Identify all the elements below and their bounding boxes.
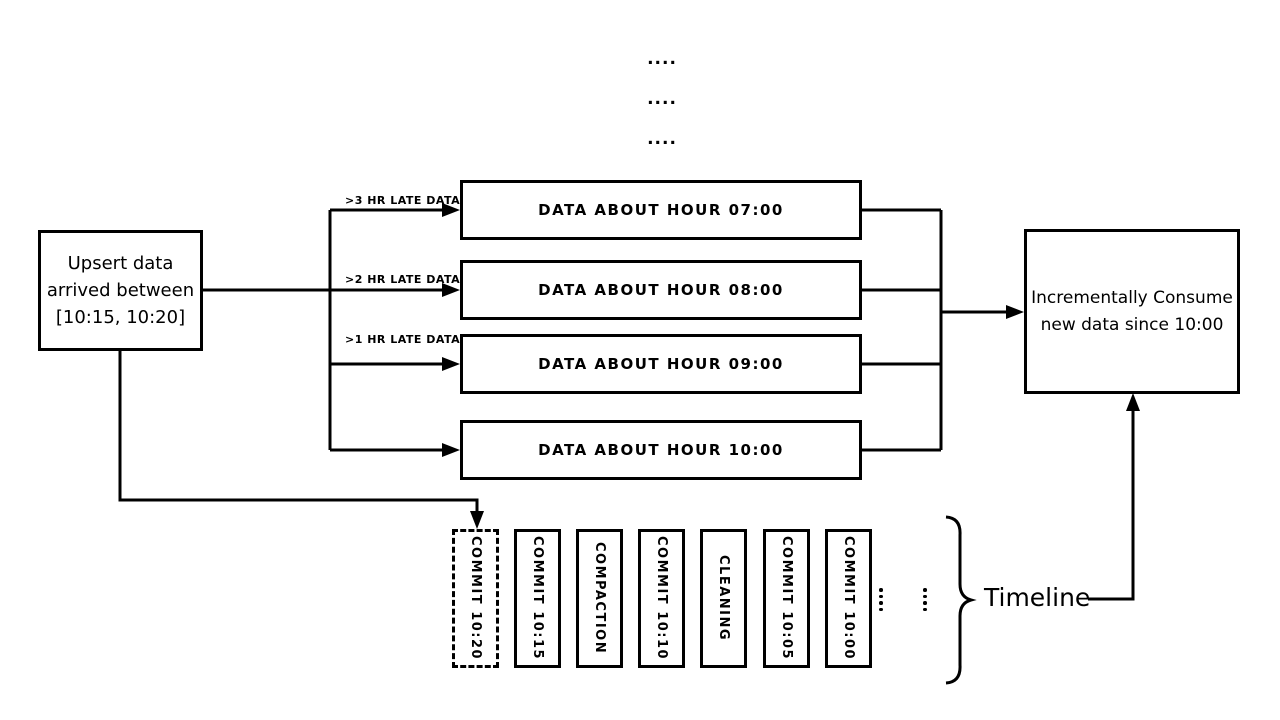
arrowhead-0900 xyxy=(442,357,460,371)
continuation-dots-row: .... xyxy=(647,129,677,149)
arrowhead-0800 xyxy=(442,283,460,297)
timeline-box-commit-1010: COMMIT 10:10 xyxy=(638,529,685,668)
timeline-ellipsis-dots xyxy=(923,588,927,611)
late-label-2hr: >2 HR LATE DATA xyxy=(345,273,461,286)
continuation-dots-row: .... xyxy=(647,89,677,109)
consume-box-line: Incrementally Consume xyxy=(1031,287,1233,308)
data-box-hour-0800: DATA ABOUT HOUR 08:00 xyxy=(460,260,862,320)
timeline-box-label: COMMIT 10:10 xyxy=(654,536,669,661)
upsert-box-line: arrived between xyxy=(46,280,195,301)
arrowhead-consume xyxy=(1006,305,1024,319)
data-box-hour-0700: DATA ABOUT HOUR 07:00 xyxy=(460,180,862,240)
upsert-box-line: Upsert data xyxy=(67,253,174,274)
consume-fanin-lines xyxy=(862,208,1024,452)
timeline-box-cleaning: CLEANING xyxy=(700,529,747,668)
timeline-box-label: COMMIT 10:00 xyxy=(841,536,856,661)
line-timeline-to-consume xyxy=(1088,410,1135,601)
timeline-box-label: COMPACTION xyxy=(592,542,607,655)
timeline-box-label: COMMIT 10:05 xyxy=(779,536,794,661)
upsert-data-box: Upsert data arrived between [10:15, 10:2… xyxy=(38,230,203,351)
upsert-fanout-lines xyxy=(203,203,460,457)
timeline-brace xyxy=(945,515,977,685)
incremental-consume-box: Incrementally Consume new data since 10:… xyxy=(1024,229,1240,394)
timeline-ellipsis-dots xyxy=(879,588,883,611)
data-box-label: DATA ABOUT HOUR 10:00 xyxy=(538,441,784,459)
timeline-box-commit-1000: COMMIT 10:00 xyxy=(825,529,872,668)
timeline-box-label: COMMIT 10:20 xyxy=(468,536,483,661)
arrowhead-timeline-consume xyxy=(1126,393,1140,411)
timeline-box-commit-1005: COMMIT 10:05 xyxy=(763,529,810,668)
timeline-box-label: COMMIT 10:15 xyxy=(530,536,545,661)
timeline-box-commit-1015: COMMIT 10:15 xyxy=(514,529,561,668)
late-label-3hr: >3 HR LATE DATA xyxy=(345,194,461,207)
timeline-box-compaction: COMPACTION xyxy=(576,529,623,668)
timeline-box-commit-1020: COMMIT 10:20 xyxy=(452,529,499,668)
data-box-label: DATA ABOUT HOUR 08:00 xyxy=(538,281,784,299)
data-box-hour-1000: DATA ABOUT HOUR 10:00 xyxy=(460,420,862,480)
line-upsert-to-commit xyxy=(118,351,479,512)
timeline-label: Timeline xyxy=(984,583,1091,612)
continuation-dots-row: .... xyxy=(647,49,677,69)
upsert-to-timeline-line xyxy=(118,351,484,529)
data-box-label: DATA ABOUT HOUR 09:00 xyxy=(538,355,784,373)
timeline-box-label: CLEANING xyxy=(716,555,731,642)
arrowhead-1000 xyxy=(442,443,460,457)
arrowhead-0700 xyxy=(442,203,460,217)
late-label-1hr: >1 HR LATE DATA xyxy=(345,333,461,346)
consume-box-line: new data since 10:00 xyxy=(1040,314,1224,335)
arrowhead-commit-1020 xyxy=(470,511,484,529)
data-box-hour-0900: DATA ABOUT HOUR 09:00 xyxy=(460,334,862,394)
timeline-to-consume-line xyxy=(1088,393,1140,601)
upsert-box-line: [10:15, 10:20] xyxy=(55,307,186,328)
data-box-label: DATA ABOUT HOUR 07:00 xyxy=(538,201,784,219)
